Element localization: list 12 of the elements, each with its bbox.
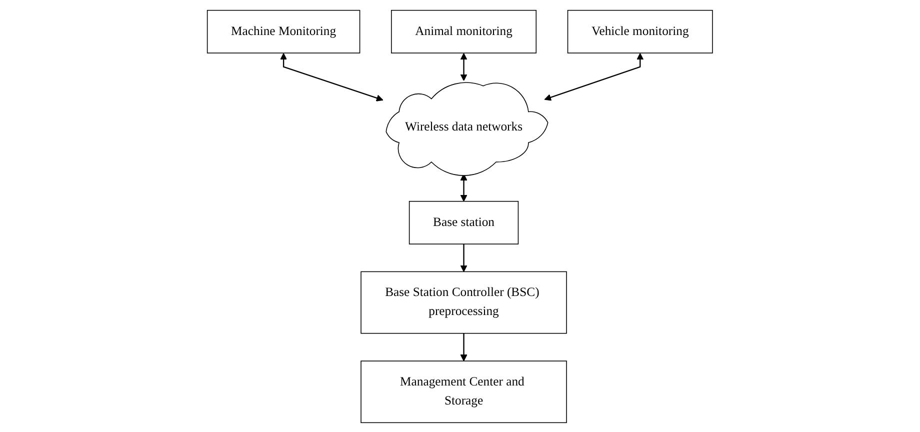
arrow (460, 332, 468, 361)
arrow (460, 244, 468, 272)
node-box: Management Center and Storage (360, 360, 568, 423)
node-box: Base station (409, 200, 519, 244)
arrow (544, 52, 644, 100)
arrow (460, 52, 468, 80)
arrow (280, 52, 384, 101)
node-box: Vehicle monitoring (567, 9, 713, 53)
arrow (460, 173, 468, 202)
node-box: Machine Monitoring (207, 9, 360, 53)
node-box: Animal monitoring (391, 9, 537, 53)
node-box: Base Station Controller (BSC) preprocessing (360, 270, 568, 334)
